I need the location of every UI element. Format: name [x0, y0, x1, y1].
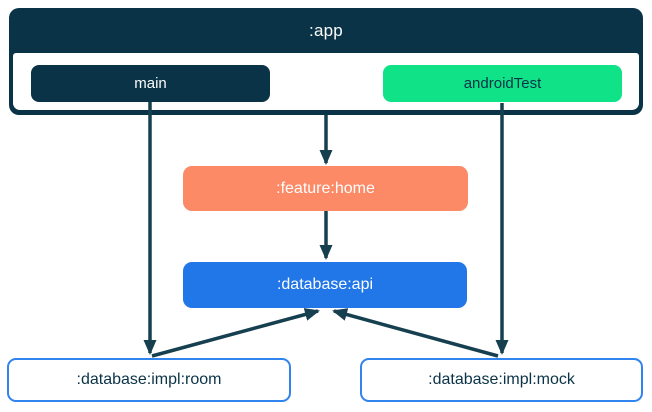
- module-app-source-sets: main androidTest: [13, 53, 639, 110]
- edge-impl-room-to-database-api: [151, 308, 320, 358]
- module-database-impl-mock-label: :database:impl:mock: [428, 371, 575, 388]
- source-set-main: main: [31, 65, 270, 102]
- module-app-container: :app main androidTest: [9, 8, 643, 115]
- module-database-impl-room-label: :database:impl:room: [76, 371, 222, 388]
- source-set-androidtest: androidTest: [383, 65, 622, 102]
- module-feature-home-label: :feature:home: [276, 179, 375, 197]
- source-set-androidtest-label: androidTest: [463, 75, 542, 92]
- module-database-impl-mock: :database:impl:mock: [360, 358, 643, 402]
- source-set-main-label: main: [134, 75, 167, 92]
- module-database-api: :database:api: [183, 262, 467, 308]
- module-app-header: :app: [13, 8, 639, 53]
- edge-impl-mock-to-database-api: [332, 308, 499, 358]
- module-database-impl-room: :database:impl:room: [7, 358, 291, 402]
- module-app-label: :app: [309, 20, 343, 40]
- module-feature-home: :feature:home: [183, 166, 468, 211]
- module-database-api-label: :database:api: [276, 276, 374, 293]
